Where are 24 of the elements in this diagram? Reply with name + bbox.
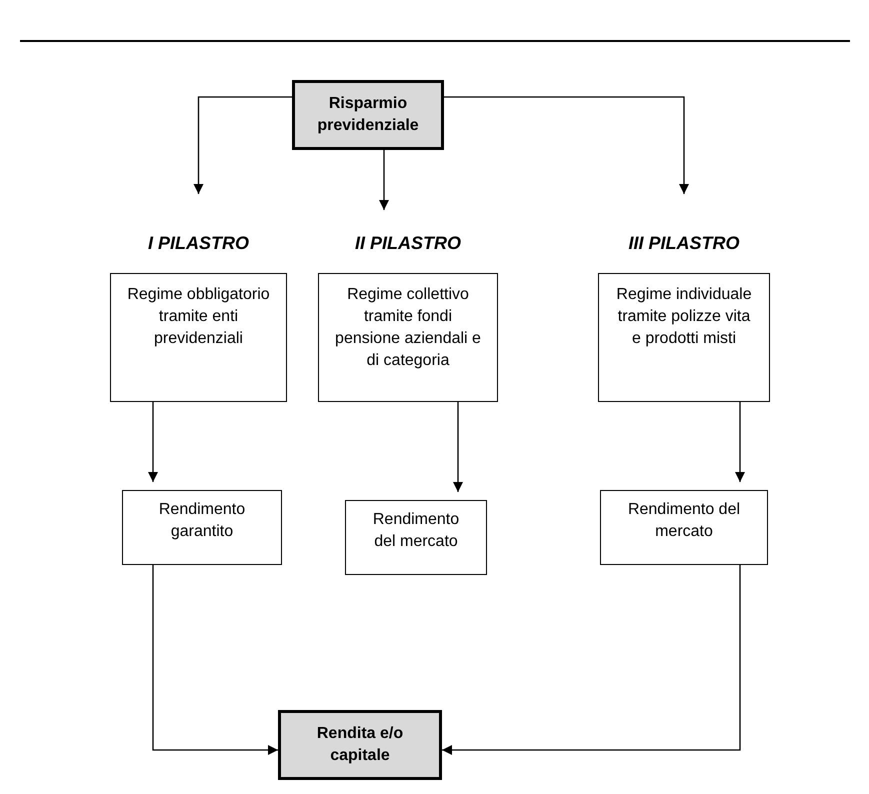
arrow (194, 96, 292, 194)
arrow (148, 402, 158, 482)
arrow (152, 565, 278, 755)
arrow (379, 150, 389, 210)
highlighted-box (292, 80, 444, 150)
arrow (735, 402, 745, 482)
highlighted-box (278, 710, 442, 780)
pillar-heading: III PILASTRO (628, 232, 740, 255)
process-box (600, 490, 768, 565)
box-text: Regime obbligatorio tramite enti previdenziali (127, 285, 270, 349)
box-text: Risparmio previdenziale (316, 94, 420, 136)
process-box (345, 500, 487, 575)
box-text: Rendimento garantito (158, 500, 246, 542)
box-text: Rendita e/o capitale (316, 724, 404, 766)
arrow (442, 565, 741, 755)
pillar-heading: I PILASTRO (148, 232, 249, 255)
box-text: Regime individuale tramite polizze vita e prodotti misti (615, 285, 753, 349)
box-text: Regime collettivo tramite fondi pensione aziendali e di categoria (335, 285, 481, 371)
box-text: Rendimento del mercato (372, 510, 460, 552)
pillar-heading: II PILASTRO (354, 232, 461, 255)
box-text: Rendimento del mercato (626, 500, 742, 542)
process-box (122, 490, 282, 565)
arrow (453, 402, 463, 492)
arrow (444, 96, 689, 194)
